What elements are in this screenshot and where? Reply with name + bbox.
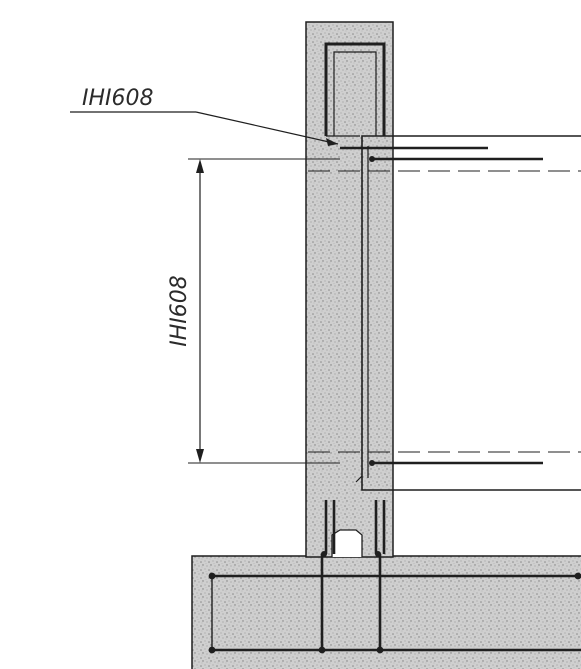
dimension-label: IHI608: [167, 275, 192, 347]
foundation-bar-dot: [208, 572, 216, 580]
leader-line: [195, 111, 339, 145]
shear-key: [331, 529, 363, 557]
wall-top-stirrup-inner: [333, 51, 377, 136]
leader-arrowhead: [326, 138, 338, 146]
starter-bar-dot: [375, 551, 381, 557]
top-bar-dot: [369, 156, 375, 162]
wall-lower-bar-left: [324, 500, 336, 554]
foundation-bar-dot: [376, 646, 384, 654]
wall-top-stirrup: [324, 42, 386, 136]
dimension-arrow-bottom: [196, 449, 204, 463]
bottom-bar-dot: [369, 460, 375, 466]
bottom-corner-tick: [355, 475, 363, 483]
starter-bar-dot: [321, 551, 327, 557]
concrete-wall: [305, 21, 394, 558]
wall-lower-bar-right: [374, 500, 386, 554]
leader-label: IHI608: [82, 86, 154, 111]
foundation-bar-dot: [208, 646, 216, 654]
foundation-slab: [191, 555, 581, 669]
foundation-bar-dot: [574, 572, 581, 580]
attached-slab-outline: [361, 135, 581, 491]
dimension-arrow-top: [196, 159, 204, 173]
foundation-bar-dot: [318, 646, 326, 654]
